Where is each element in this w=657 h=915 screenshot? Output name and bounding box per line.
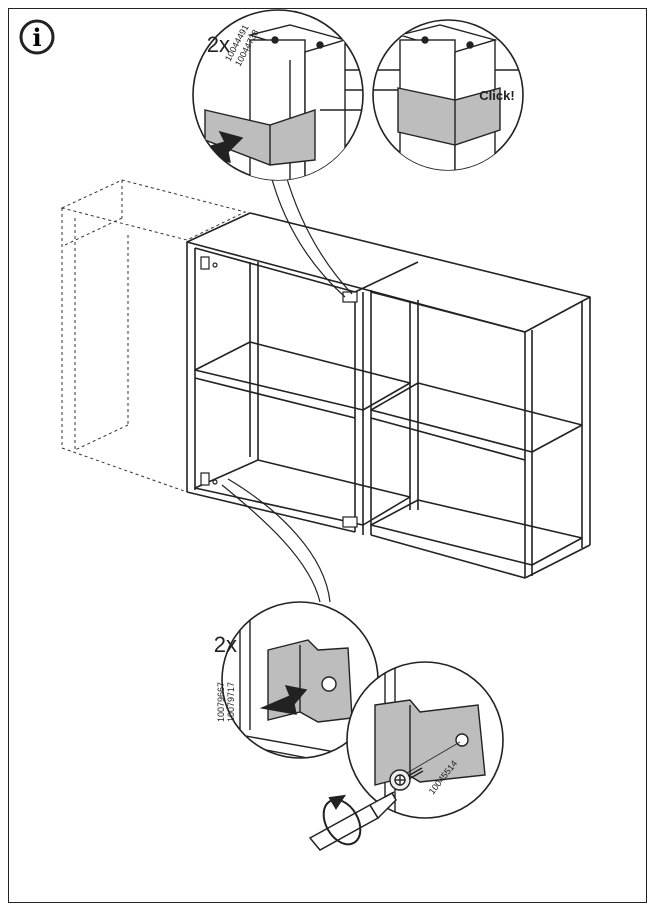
- page-border: [8, 8, 647, 903]
- bottom-part-number-1: 10079667: [216, 682, 226, 722]
- existing-cabinet-dashed: [60, 179, 247, 493]
- bottom-part-number-2: 10079717: [226, 682, 236, 722]
- bottom-bracket-detail: 2x 10079667 10079717: [214, 601, 379, 759]
- top-quantity-label: 2x: [207, 32, 230, 57]
- bottom-quantity-label: 2x: [214, 632, 237, 657]
- screw-detail: 10045514: [346, 661, 504, 819]
- callout-connectors: [221, 171, 353, 603]
- rotation-arrow-icon: [322, 794, 362, 846]
- click-label: Click!: [479, 88, 514, 103]
- info-icon-glyph: i: [32, 23, 41, 52]
- info-icon: i: [19, 19, 55, 55]
- screwdriver-icon: [308, 791, 397, 851]
- screw-icon: [389, 767, 424, 791]
- push-arrow-icon-bottom: [259, 685, 308, 715]
- top-bracket-detail: 2x 10044491 10044738: [192, 9, 364, 181]
- top-click-detail: Click!: [372, 19, 524, 171]
- shelving-frame: [186, 212, 591, 579]
